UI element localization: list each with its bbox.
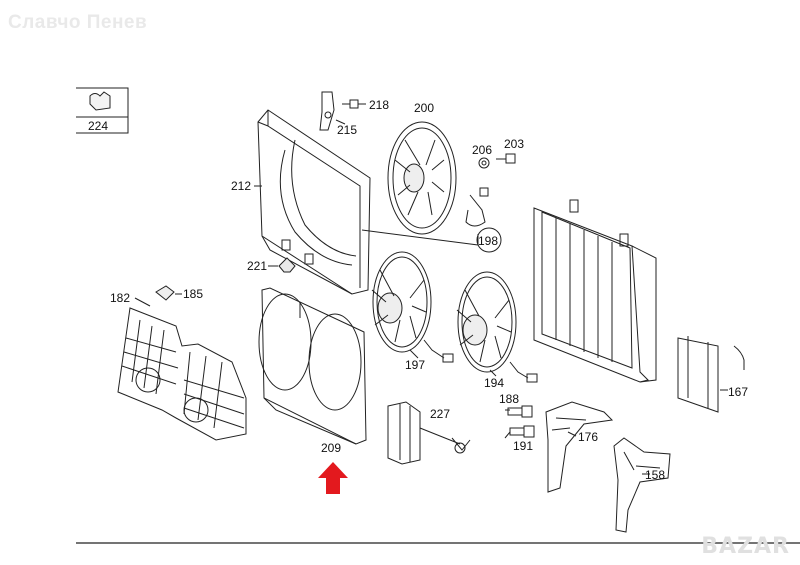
- leader-lines: [134, 185, 728, 475]
- label-227: 227: [430, 407, 450, 421]
- label-198: 198: [478, 234, 498, 248]
- indicator-arrow: [318, 462, 348, 494]
- part-198-leader: [361, 227, 502, 253]
- label-206: 206: [472, 143, 492, 157]
- part-203-bolt: [496, 153, 516, 164]
- part-218-bolt: [342, 99, 366, 109]
- label-176: 176: [578, 430, 598, 444]
- label-221: 221: [247, 259, 267, 273]
- part-191-bolt: [509, 425, 535, 438]
- label-218: 218: [369, 98, 389, 112]
- label-224: 224: [88, 119, 108, 133]
- part-212-fan-shroud: [257, 109, 371, 295]
- label-188: 188: [499, 392, 519, 406]
- part-194-fan: [456, 271, 538, 383]
- part-185-fastener: [155, 285, 175, 301]
- watermark-logo: BAZAR: [701, 534, 790, 559]
- part-206-washer: [478, 157, 490, 169]
- label-197: 197: [405, 358, 425, 372]
- label-158: 158: [645, 468, 665, 482]
- label-215: 215: [337, 123, 357, 137]
- part-176-deflector: [545, 401, 614, 493]
- part-215-bracket: [319, 91, 346, 131]
- label-194: 194: [484, 376, 504, 390]
- part-182-grille: [117, 307, 247, 441]
- part-158-deflector: [613, 437, 671, 533]
- part-197-fan: [371, 251, 454, 363]
- label-191: 191: [513, 439, 533, 453]
- part-221-clip: [278, 257, 296, 273]
- part-209-dual-fan-shroud: [258, 287, 367, 445]
- label-200: 200: [414, 101, 434, 115]
- label-209: 209: [321, 441, 341, 455]
- label-182: 182: [110, 291, 130, 305]
- part-224-clip-box: [76, 87, 129, 134]
- part-188-bolt: [507, 405, 533, 418]
- part-227-seal: [387, 401, 471, 465]
- label-167: 167: [728, 385, 748, 399]
- part-167-side-cover: [677, 336, 745, 413]
- label-212: 212: [231, 179, 251, 193]
- radiator: [533, 199, 657, 383]
- label-185: 185: [183, 287, 203, 301]
- part-200-fan: [387, 121, 489, 235]
- watermark-text: Славчо Пенев: [8, 12, 148, 33]
- label-203: 203: [504, 137, 524, 151]
